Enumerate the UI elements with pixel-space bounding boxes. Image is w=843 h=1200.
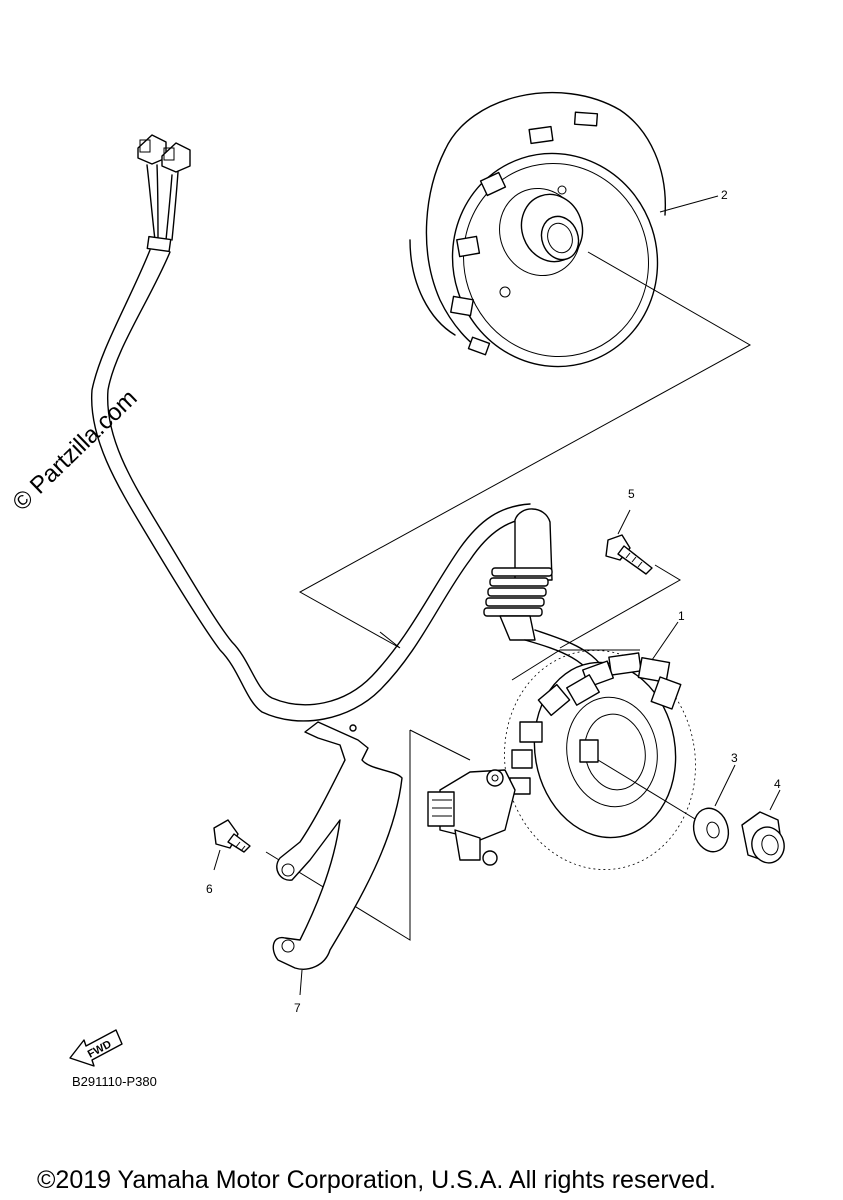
- bolt-lower: 6: [206, 819, 251, 896]
- washer: 3: [692, 751, 738, 853]
- guide-line-stator: [511, 649, 640, 681]
- rotor-assembly: 2: [409, 91, 728, 368]
- watermark-text: © Partzilla.com: [7, 385, 142, 517]
- diagram-code: B291110-P380: [72, 1074, 157, 1089]
- callout-5: 5: [628, 487, 635, 501]
- callout-1: 1: [678, 609, 685, 623]
- guide-line-bolt-upper: [559, 564, 681, 649]
- guide-line-pickup: [265, 729, 471, 941]
- cord-holder: 7: [272, 721, 403, 1015]
- fwd-arrow-icon: FWD: [69, 1029, 123, 1067]
- callout-6: 6: [206, 882, 213, 896]
- copyright-notice: ©2019 Yamaha Motor Corporation, U.S.A. A…: [37, 1166, 716, 1194]
- fwd-label: FWD: [86, 1038, 114, 1060]
- stator-assembly: 1: [427, 609, 701, 870]
- guide-line-rotor: [298, 251, 752, 649]
- callout-7: 7: [294, 1001, 301, 1015]
- callout-4: 3: [731, 751, 738, 765]
- bolt-upper: 5: [605, 487, 653, 575]
- callout-3: 4: [774, 777, 781, 791]
- nut: 4: [741, 777, 785, 864]
- callout-2: 2: [721, 188, 728, 202]
- wire-harness: [90, 134, 613, 795]
